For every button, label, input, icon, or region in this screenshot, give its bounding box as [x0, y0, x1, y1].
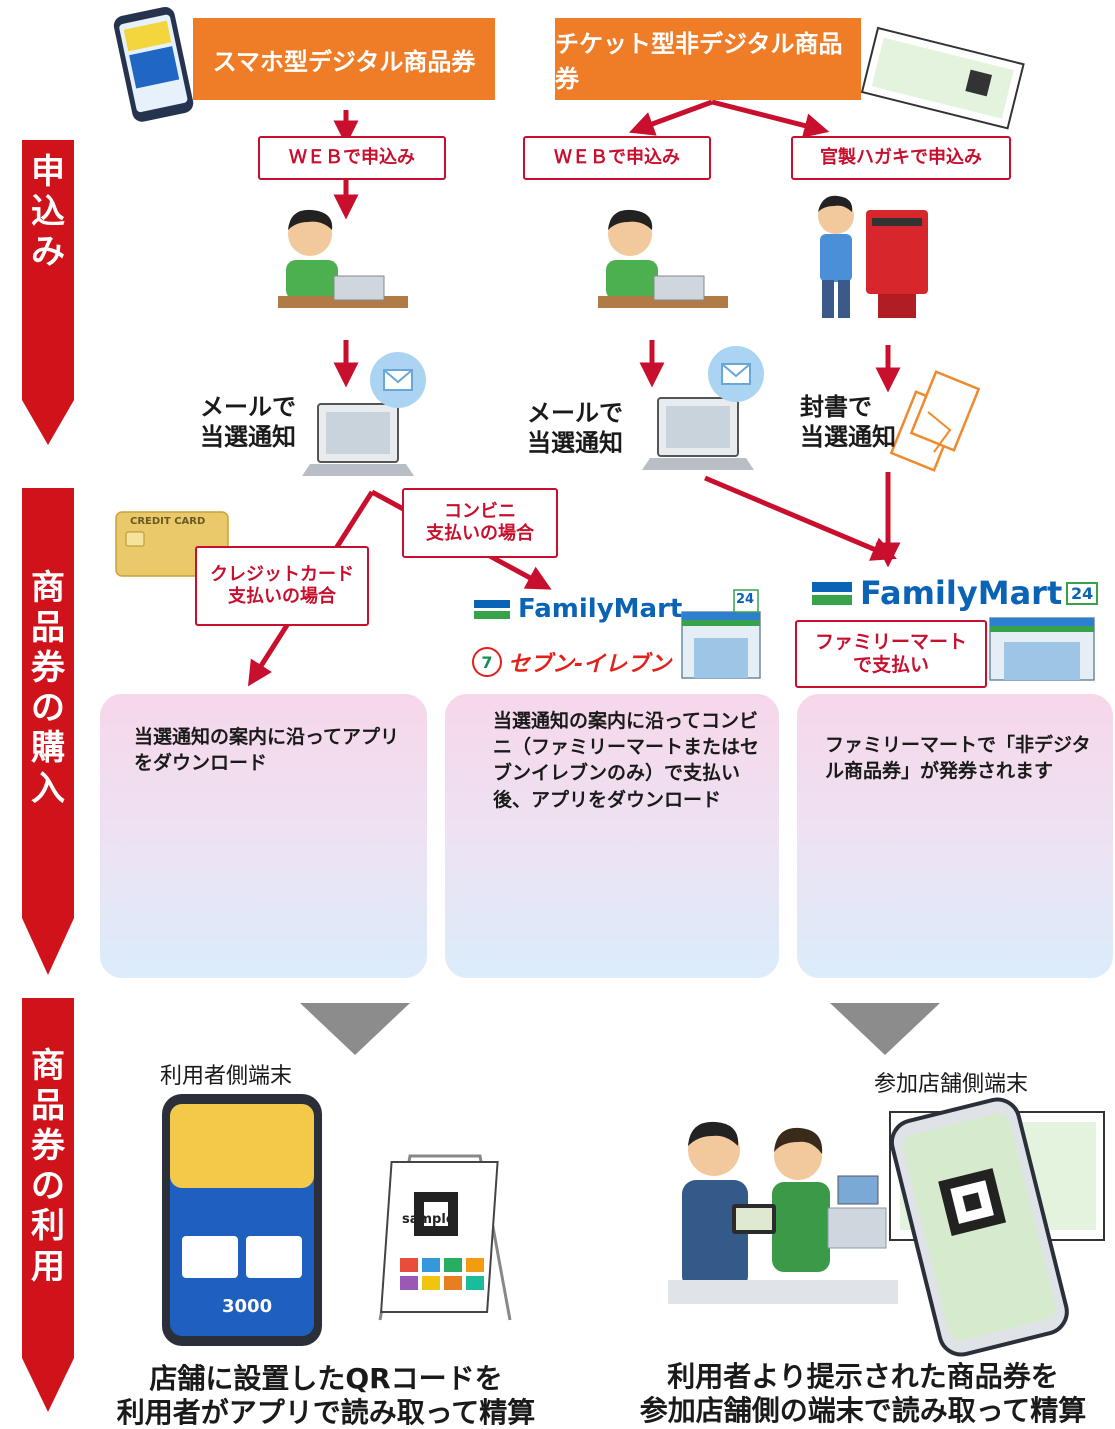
user-phone-icon: [162, 1094, 322, 1346]
smartphone-icon: [113, 6, 194, 122]
store-24-sign-middle: 24: [736, 592, 755, 607]
familymart-logo-right: FamilyMart: [812, 574, 1062, 612]
usage-left-text: 店舗に設置したQRコードを 利用者がアプリで読み取って精算: [116, 1362, 536, 1429]
envelope-icon: [889, 370, 981, 472]
email-notice-left: メールで 当選通知: [200, 393, 296, 451]
phone-amount-text: 3000: [222, 1296, 273, 1317]
letter-notice: 封書で 当選通知: [800, 393, 896, 451]
familymart-stripes-icon: [474, 599, 510, 619]
store-building-middle-icon: [681, 589, 761, 679]
card-convenience-payment: 当選通知の案内に沿ってコンビニ（ファミリーマートまたはセブンイレブンのみ）で支払…: [445, 694, 779, 978]
ticket-voucher-title: チケット型非デジタル商品券: [555, 18, 861, 100]
web-apply-middle-tag: ＷＥＢで申込み: [523, 136, 711, 180]
credit-payment-tag: クレジットカード 支払いの場合: [195, 546, 369, 626]
paper-ticket-icon: [860, 26, 1025, 130]
familymart-logo-middle: FamilyMart: [474, 594, 682, 624]
usage-right-text: 利用者より提示された商品券を 参加店舗側の端末で読み取って精算: [639, 1360, 1087, 1427]
stage-label-use: 商 品 券 の 利 用: [31, 1046, 65, 1287]
laptop-email-middle-icon: [642, 346, 764, 470]
user-device-caption: 利用者側端末: [160, 1064, 293, 1089]
qr-standee-icon: [378, 1154, 512, 1321]
stage-label-purchase: 商 品 券 の 購 入: [31, 568, 65, 809]
card-conv-text: 当選通知の案内に沿ってコンビニ（ファミリーマートまたはセブンイレブンのみ）で支払…: [493, 710, 760, 811]
card-credit-text: 当選通知の案内に沿ってアプリをダウンロード: [134, 726, 400, 775]
digital-voucher-title: スマホ型デジタル商品券: [193, 18, 495, 100]
qr-sample-text: sample: [402, 1212, 455, 1227]
web-apply-left-tag: ＷＥＢで申込み: [258, 136, 446, 180]
familymart-payment-tag: ファミリーマート で支払い: [795, 620, 987, 688]
card-credit-payment: 当選通知の案内に沿ってアプリをダウンロード: [100, 694, 427, 978]
familymart-stripes-icon: [812, 581, 852, 605]
store-24-sign-right: 24: [1066, 582, 1099, 605]
laptop-email-left-icon: [302, 352, 426, 476]
card-familymart-ticket: ファミリーマートで「非デジタル商品券」が発券されます: [797, 694, 1113, 978]
person-mailbox-icon: [818, 195, 928, 318]
person-laptop-left-icon: [278, 209, 408, 308]
card-fm-text: ファミリーマートで「非デジタル商品券」が発券されます: [825, 734, 1091, 783]
gray-arrow-right: [830, 1003, 940, 1055]
convenience-payment-tag: コンビニ 支払いの場合: [402, 488, 558, 558]
shop-counter-scene-icon: [668, 1121, 898, 1304]
store-device-caption: 参加店舗側端末: [874, 1072, 1029, 1097]
credit-card-label: CREDIT CARD: [130, 516, 206, 527]
stage-arrow-apply: [22, 140, 74, 445]
email-notice-middle: メールで 当選通知: [527, 399, 623, 457]
seven-eleven-logo: 7 セブン-イレブン: [472, 646, 671, 678]
seven-eleven-badge-icon: 7: [472, 647, 502, 677]
person-laptop-middle-icon: [598, 209, 728, 308]
stage-arrow-use: [22, 998, 74, 1412]
store-phone-scan-icon: [889, 1097, 1105, 1357]
postcard-apply-tag: 官製ハガキで申込み: [791, 136, 1011, 180]
stage-label-apply: 申 込 み: [31, 152, 65, 273]
store-building-right-icon: [989, 617, 1095, 681]
gray-arrow-left: [300, 1003, 410, 1055]
stage-arrow-purchase: [22, 488, 74, 975]
